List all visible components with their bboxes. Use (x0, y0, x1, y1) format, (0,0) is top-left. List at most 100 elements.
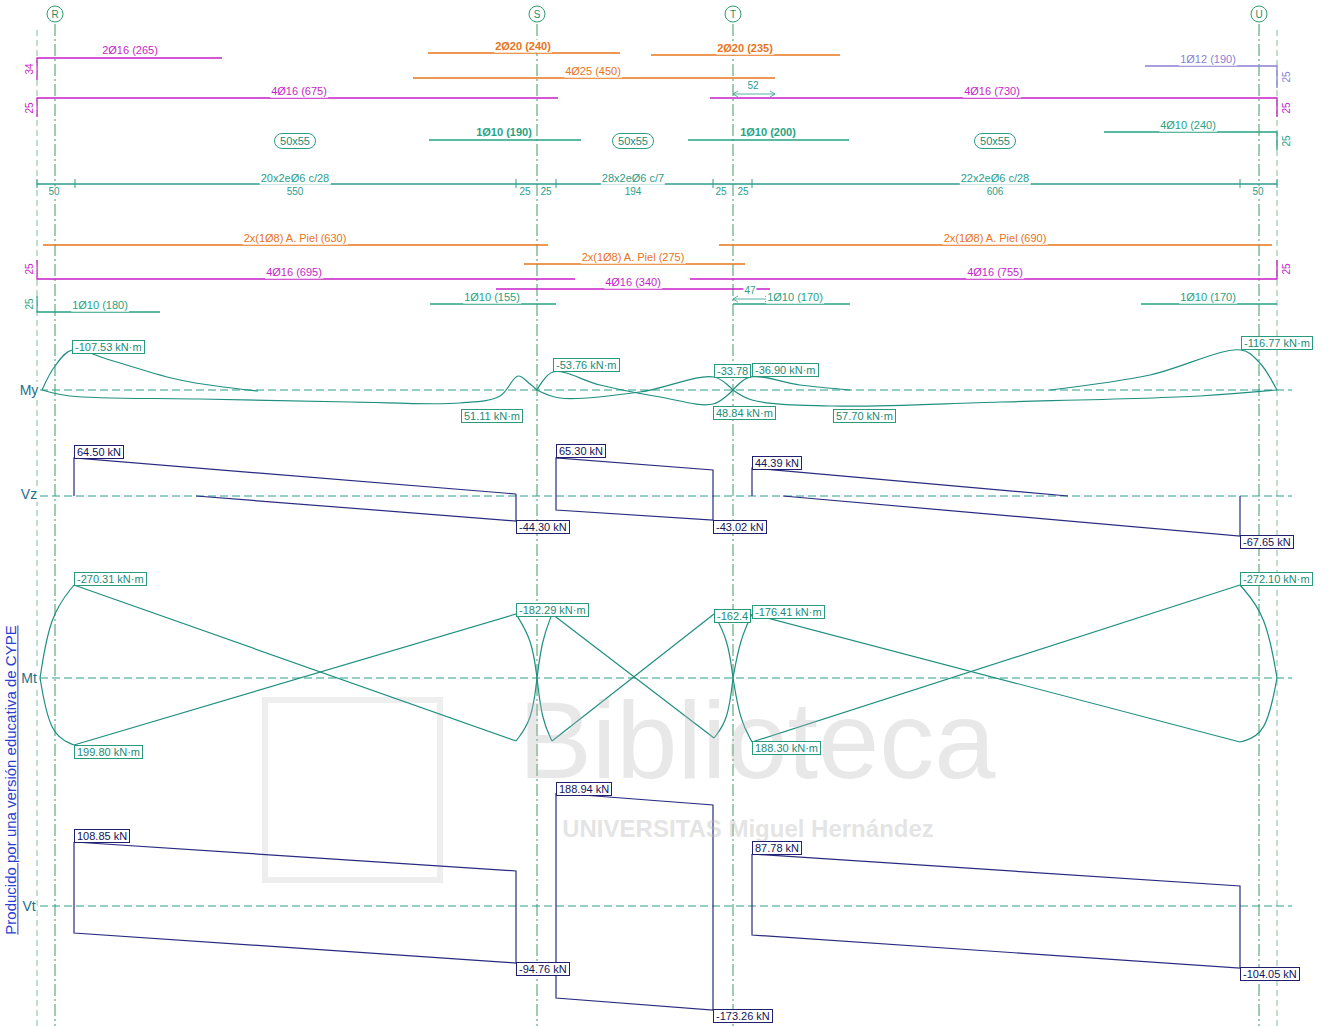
shear-value-box: 65.30 kN (556, 444, 606, 458)
rebar-label: 2x(1Ø8) A. Piel (630) (243, 232, 348, 245)
stirrup-tick (516, 179, 517, 188)
rebar-line (43, 244, 548, 245)
value-text: -182.29 kN·m (519, 604, 586, 616)
value-text: -116.77 kN·m (1244, 337, 1310, 349)
torsion-diagram (733, 614, 752, 678)
section-box: 50x55 (612, 133, 654, 149)
shear-value-box: -94.76 kN (516, 962, 570, 976)
rebar-line (413, 77, 775, 78)
axis-label: Vz (20, 486, 38, 502)
moment-curve (537, 377, 733, 399)
grid-axis (1259, 24, 1260, 1026)
dimension-text: 25 (518, 186, 531, 198)
moment-value-box: 51.11 kN·m (461, 409, 523, 423)
dimension-text: 25 (1281, 262, 1293, 275)
rebar-line (496, 288, 770, 289)
dimension-text: 25 (24, 101, 36, 114)
section-box: 50x55 (274, 133, 316, 149)
moment-curve (733, 376, 850, 390)
moment-value-box: -116.77 kN·m (1241, 336, 1313, 350)
rebar-label: 1Ø12 (190) (1179, 53, 1237, 66)
moment-curve (42, 350, 258, 391)
rebar-line (690, 260, 1277, 279)
shear-diagram (74, 842, 516, 963)
value-text: 51.11 kN·m (464, 410, 520, 422)
dimension-line (733, 299, 770, 300)
rebar-line (37, 296, 160, 312)
rebar-label: 1Ø10 (200) (739, 126, 797, 139)
value-text: 57.70 kN·m (836, 410, 893, 422)
rebar-line (37, 260, 575, 279)
dimension-arrow (770, 91, 775, 97)
stirrup-tick (75, 179, 76, 188)
rebar-line (1145, 66, 1277, 88)
rebar-label: 1Ø10 (170) (766, 291, 824, 304)
shear-value-box: -43.02 kN (713, 520, 767, 534)
dimension-arrow (733, 296, 738, 302)
stirrup-tick (713, 179, 714, 188)
rebar-label: 2x(1Ø8) A. Piel (275) (581, 251, 686, 264)
stirrup-tick (1240, 179, 1241, 188)
rebar-label: 1Ø10 (155) (463, 291, 521, 304)
torsion-diagram (537, 614, 552, 678)
stirrup-label: 20x2eØ6 c/28 (260, 172, 331, 185)
dimension-text: 47 (743, 285, 756, 297)
value-text: T (726, 7, 741, 22)
stirrup-tick (37, 179, 38, 188)
value-text: -176.41 kN·m (755, 606, 822, 618)
moment-value-box: -270.31 kN·m (74, 572, 147, 586)
dimension-text: 25 (539, 186, 552, 198)
rebar-label: 4Ø16 (730) (963, 85, 1021, 98)
value-text: 64.50 kN (77, 446, 121, 458)
moment-value-box: -53.76 kN·m (553, 358, 620, 372)
rebar-line (429, 139, 581, 140)
value-text: R (48, 7, 63, 22)
shear-value-box: -67.65 kN (1240, 535, 1294, 549)
dimension-text: 194 (624, 186, 643, 198)
rebar-line (651, 54, 840, 55)
dimension-text: 25 (1281, 134, 1293, 147)
torsion-diagram (74, 585, 516, 741)
moment-curve (733, 390, 1277, 406)
moment-value-box: -33.78 (714, 364, 751, 378)
rebar-label: 2x(1Ø8) A. Piel (690) (943, 232, 1048, 245)
torsion-diagram (1240, 678, 1277, 742)
rebar-line (688, 139, 849, 140)
stirrup-label: 28x2eØ6 c/7 (601, 172, 665, 185)
column-face (37, 30, 38, 1026)
diagram-axis (40, 906, 1292, 907)
axis-label: My (19, 382, 40, 398)
value-text: -272.10 kN·m (1243, 573, 1310, 585)
value-text: -270.31 kN·m (77, 573, 144, 585)
shear-value-box: -104.05 kN (1240, 967, 1300, 981)
value-text: 188.94 kN (559, 783, 609, 795)
moment-value-box: -272.10 kN·m (1240, 572, 1313, 586)
stirrup-tick (1277, 179, 1278, 188)
rebar-line (428, 52, 620, 53)
shear-value-box: 87.78 kN (752, 841, 802, 855)
watermark: UNIVERSITAS Miguel Hernández (561, 815, 935, 843)
shear-diagram (196, 494, 516, 521)
value-text: 87.78 kN (755, 842, 799, 854)
value-text: 188.30 kN·m (755, 742, 818, 754)
section-box: 50x55 (974, 133, 1016, 149)
grid-bubble: T (725, 6, 742, 23)
dimension-arrow (733, 91, 738, 97)
rebar-label: 2Ø20 (240) (494, 40, 552, 53)
rebar-label: 2Ø20 (235) (716, 42, 774, 55)
dimension-text: 52 (746, 80, 759, 92)
value-text: 65.30 kN (559, 445, 603, 457)
value-text: -43.02 kN (716, 521, 764, 533)
moment-value-box: 48.84 kN·m (713, 406, 776, 420)
rebar-line (1104, 132, 1277, 150)
value-text: -33.78 (717, 365, 748, 377)
rebar-line (524, 263, 745, 264)
dimension-text: 25 (1281, 101, 1293, 114)
value-text: 50x55 (618, 134, 648, 148)
shear-diagram (74, 458, 516, 496)
value-text: -67.65 kN (1243, 536, 1291, 548)
moment-value-box: -182.29 kN·m (516, 603, 589, 617)
diagram-axis (40, 496, 1292, 497)
moment-curve (42, 376, 537, 404)
rebar-label: 4Ø16 (675) (270, 85, 328, 98)
